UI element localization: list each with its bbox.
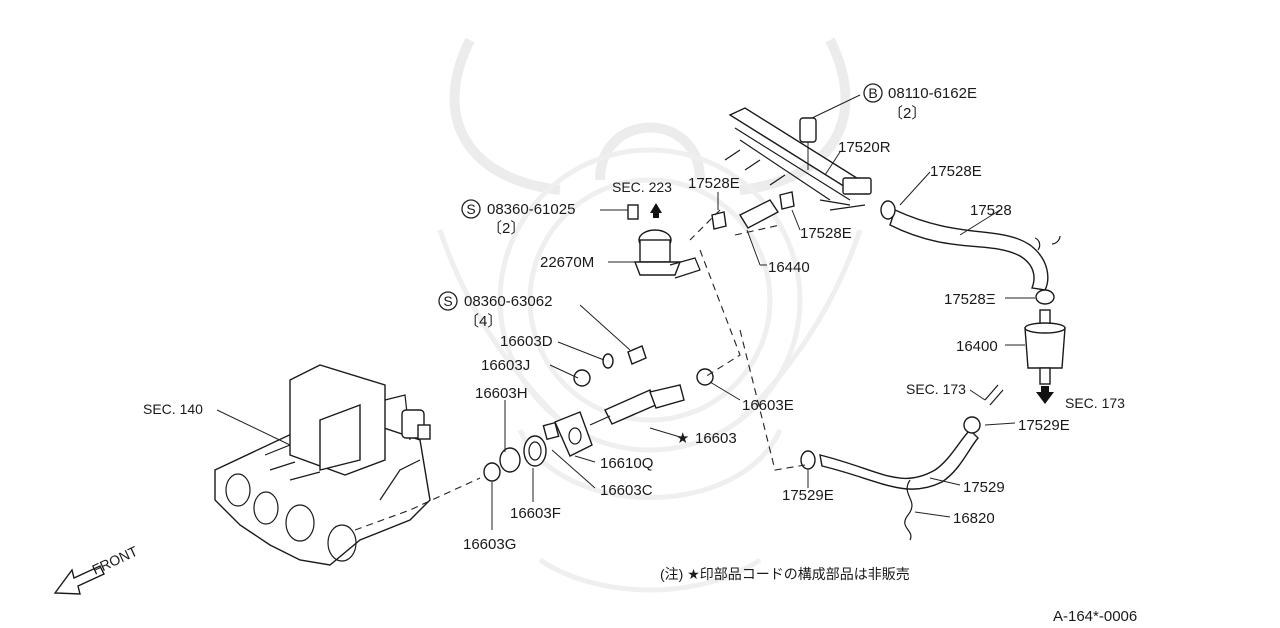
- label-screw-s1: 08360-61025: [487, 201, 575, 218]
- circle-s-letter: S: [466, 201, 475, 217]
- callout-symbols: B S S ★: [438, 83, 1061, 447]
- label-17520R: 17520R: [838, 139, 891, 156]
- label-17528E: 17528E: [688, 175, 740, 192]
- injector-drawing: [483, 345, 714, 482]
- assembly-dashed-lines: [354, 209, 806, 531]
- hose-clamp-icon: [1034, 235, 1061, 251]
- label-16603E: 16603E: [742, 397, 794, 414]
- label-screw-s2-qty: 〔4〕: [464, 313, 502, 330]
- label-16440: 16440: [768, 259, 810, 276]
- watermark-emblem: [437, 37, 863, 593]
- circle-b-letter: B: [868, 85, 877, 101]
- label-17528E: 17528E: [930, 163, 982, 180]
- front-arrow-icon: [53, 565, 105, 595]
- label-17529: 17529: [963, 479, 1005, 496]
- label-16820: 16820: [953, 510, 995, 527]
- label-16603H: 16603H: [475, 385, 528, 402]
- leader-lines: [216, 94, 1035, 530]
- star-icon: ★: [676, 430, 689, 447]
- label-17528E: 17528Ξ: [944, 291, 996, 308]
- label-16603D: 16603D: [500, 333, 553, 350]
- circle-s-icon: [438, 291, 458, 311]
- front-direction-indicator: FRONT: [53, 543, 141, 595]
- label-17528E: 17528E: [800, 225, 852, 242]
- label-sec-173: SEC. 173: [1065, 395, 1125, 411]
- label-sec-173: SEC. 173: [906, 381, 966, 397]
- diagram-code: A-164*-0006: [1053, 608, 1137, 623]
- label-16603G: 16603G: [463, 536, 516, 553]
- label-sec-140: SEC. 140: [143, 401, 203, 417]
- label-17529E: 17529E: [782, 487, 834, 504]
- hose-17529-drawing: [800, 384, 1004, 541]
- circle-s-letter: S: [443, 293, 452, 309]
- label-16603: 16603: [695, 430, 737, 447]
- fuel-filter-drawing: [1024, 309, 1066, 404]
- fuel-rail-drawing: [724, 107, 872, 211]
- hose-16440-drawing: [711, 191, 795, 230]
- label-screw-s1-qty: 〔2〕: [487, 220, 525, 237]
- label-16400: 16400: [956, 338, 998, 355]
- label-16603J: 16603J: [481, 357, 530, 374]
- label-sec-223: SEC. 223: [612, 179, 672, 195]
- front-label: FRONT: [90, 543, 141, 578]
- label-22670M: 22670M: [540, 254, 594, 271]
- label-16610Q: 16610Q: [600, 455, 653, 472]
- label-bolt-b-qty: 〔2〕: [888, 105, 926, 122]
- label-16603C: 16603C: [600, 482, 653, 499]
- circle-b-icon: [863, 83, 883, 103]
- hose-17528-drawing: [880, 200, 1055, 305]
- label-17528: 17528: [970, 202, 1012, 219]
- footnote: (注) ★印部品コードの構成部品は非販売: [660, 566, 910, 582]
- intake-manifold-drawing: [214, 364, 431, 566]
- part-labels: 08110-6162E 〔2〕 17520R 17528E 17528E 175…: [143, 85, 1125, 553]
- label-16603F: 16603F: [510, 505, 561, 522]
- label-screw-s2: 08360-63062: [464, 293, 552, 310]
- pressure-regulator-drawing: [627, 203, 701, 279]
- circle-s-icon: [461, 199, 481, 219]
- label-17529E: 17529E: [1018, 417, 1070, 434]
- label-bolt-b: 08110-6162E: [888, 85, 977, 102]
